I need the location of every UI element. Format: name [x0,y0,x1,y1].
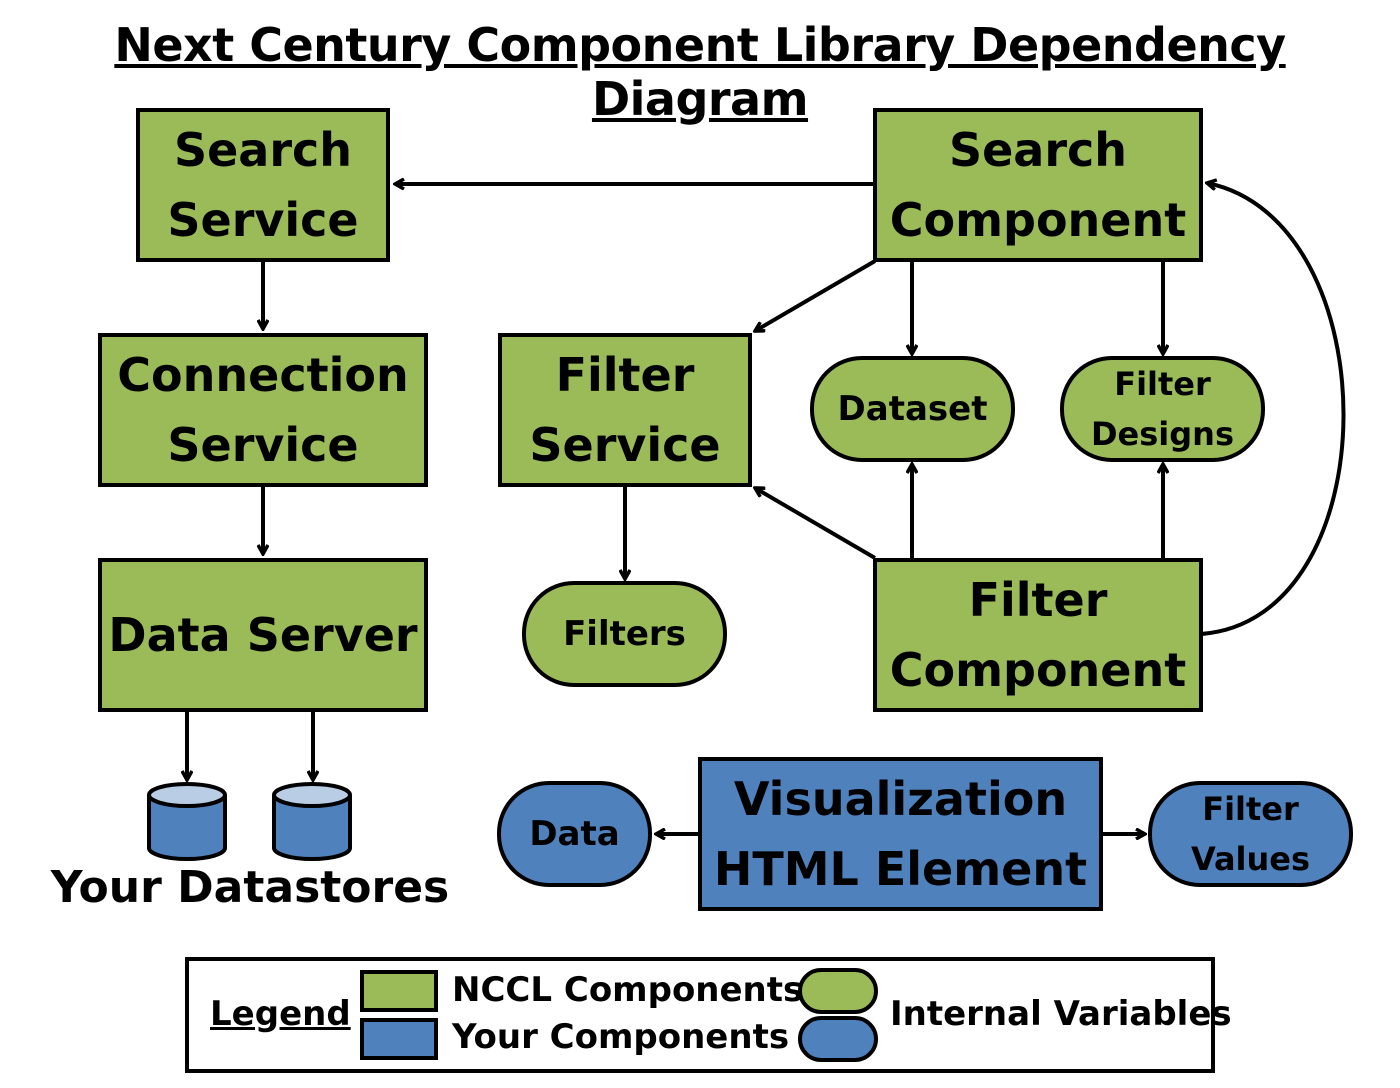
filter-component-node: Filter Component [873,558,1203,712]
datastore-cylinder-1 [147,782,227,861]
datastores-label: Your Datastores [50,862,450,913]
search-service-node: Search Service [136,108,390,262]
connection-service-node: Connection Service [98,333,428,487]
search-component-node: Search Component [873,108,1203,262]
data-variable: Data [497,781,652,887]
edge-filter-component-to-search-component [1200,183,1346,636]
legend-internal-blue-swatch [798,1016,878,1062]
filters-variable: Filters [522,581,727,687]
legend-yours-label: Your Components [452,1017,790,1057]
legend-internal-label: Internal Variables [890,994,1232,1034]
filter-service-node: Filter Service [498,333,752,487]
legend-nccl-label: NCCL Components [452,970,804,1010]
visualization-html-element-node: Visualization HTML Element [698,757,1103,911]
filter-designs-variable: Filter Designs [1060,356,1265,462]
legend-title: Legend [210,994,351,1034]
filter-values-variable: Filter Values [1148,781,1353,887]
legend-nccl-swatch [360,970,438,1012]
edge-filter-component-to-filter-service [755,488,877,560]
legend [185,957,1215,1073]
data-server-node: Data Server [98,558,428,712]
diagram-title: Next Century Component Library Dependenc… [114,18,1286,126]
dataset-variable: Dataset [810,356,1015,462]
legend-internal-green-swatch [798,968,878,1014]
edge-search-component-to-filter-service [755,259,877,331]
datastore-cylinder-2 [272,782,352,861]
legend-yours-swatch [360,1018,438,1060]
